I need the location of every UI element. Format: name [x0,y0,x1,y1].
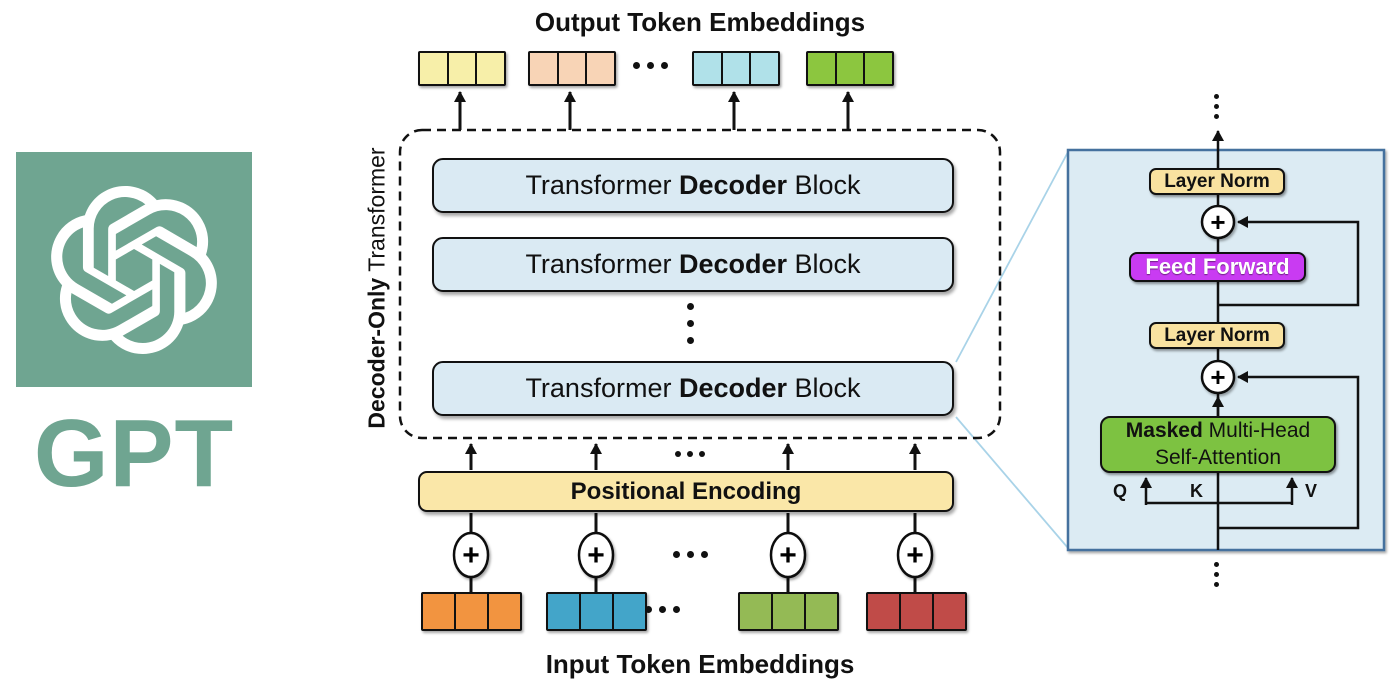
block-label: Transformer Decoder Block [525,373,861,403]
token-cell [585,53,614,84]
output-token-group-2 [528,51,616,86]
ellipsis-arrow-row [675,451,705,457]
layer-norm-bottom-box: Layer Norm [1149,322,1285,349]
panel-wires [1140,130,1360,550]
attention-line-2: Self-Attention [1154,445,1282,469]
output-token-group-4 [806,51,894,86]
value-label: V [1305,481,1318,501]
panel-plus-circles: + + [1200,204,1236,395]
input-token-group-3 [738,592,839,631]
plus-connectors [469,513,917,592]
output-token-group-1 [418,51,506,86]
decoder-only-transformer-label: Decoder-Only Transformer [364,147,391,428]
token-cell [720,53,750,84]
input-token-group-1 [421,592,522,631]
output-token-group-3 [692,51,780,86]
token-cell [863,53,892,84]
layer-norm-top-box: Layer Norm [1149,168,1285,195]
ellipsis-panel-top [1214,94,1219,119]
token-cell [749,53,778,84]
token-cell [548,594,579,629]
layer-norm-label: Layer Norm [1164,324,1270,346]
token-cell [612,594,645,629]
ellipsis-between-blocks [687,303,694,344]
gpt-wordmark: GPT [33,400,235,507]
magnifier-lines [955,151,1069,549]
positional-encoding-label: Positional Encoding [570,477,802,505]
plus-sign: + [1210,362,1225,392]
token-cell [804,594,837,629]
input-token-group-4 [866,592,967,631]
token-cell [694,53,721,84]
token-cell [868,594,899,629]
token-cell [423,594,454,629]
feed-forward-box: Feed Forward [1129,252,1306,282]
ellipsis-input-row [645,606,680,613]
key-label: K [1190,481,1203,501]
transformer-decoder-block-3: Transformer Decoder Block [432,361,954,416]
token-cell [454,594,487,629]
token-cell [446,53,476,84]
plus-sign: + [1210,207,1225,237]
token-cell [579,594,612,629]
openai-logo-square [16,152,252,387]
token-cell [834,53,864,84]
block-label: Transformer Decoder Block [525,170,861,200]
token-cell [475,53,504,84]
plus-circles: + + + + [452,531,934,579]
ellipsis-panel-bottom [1214,562,1219,587]
positional-encoding-bar: Positional Encoding [418,471,954,512]
block-label: Transformer Decoder Block [525,249,861,279]
masked-self-attention-box: Masked Multi-Head Self-Attention [1100,416,1336,473]
token-cell [487,594,520,629]
token-cell [771,594,804,629]
transformer-decoder-block-1: Transformer Decoder Block [432,158,954,213]
plus-sign: + [462,539,480,572]
transformer-decoder-block-2: Transformer Decoder Block [432,237,954,292]
input-embeddings-title: Input Token Embeddings [545,649,855,679]
ellipsis-output-row [633,62,668,69]
plus-sign: + [906,539,924,572]
side-label-regular: Transformer [363,147,390,278]
token-cell [932,594,965,629]
token-cell [530,53,557,84]
plus-sign: + [587,539,605,572]
plus-sign: + [779,539,797,572]
token-cell [899,594,932,629]
side-label-bold: Decoder-Only [363,277,390,429]
feed-forward-label: Feed Forward [1145,254,1290,279]
openai-logo-icon [51,185,217,354]
token-cell [420,53,447,84]
token-cell [556,53,586,84]
ellipsis-plus-row [673,551,708,558]
output-embeddings-title: Output Token Embeddings [534,7,866,37]
encoding-arrows [465,443,921,470]
token-cell [740,594,771,629]
input-token-group-2 [546,592,647,631]
query-label: Q [1113,481,1128,501]
attention-line-1: Masked Multi-Head [1125,419,1311,443]
output-arrows [454,91,854,130]
token-cell [808,53,835,84]
decoder-only-transformer-boundary [398,128,1002,440]
layer-norm-label: Layer Norm [1164,170,1270,192]
